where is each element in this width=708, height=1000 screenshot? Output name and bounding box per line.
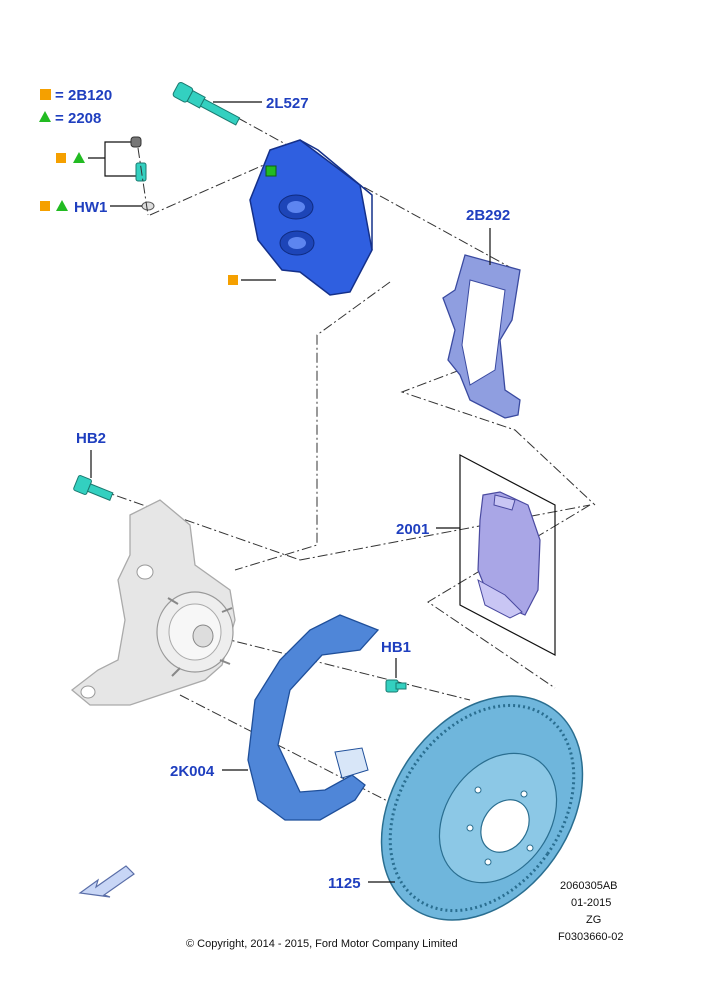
washer-icon <box>141 201 155 211</box>
legend-square-label: 2B120 <box>68 87 112 104</box>
triangle-marker-icon <box>39 111 51 122</box>
callout-1125: 1125 <box>328 875 361 892</box>
caliper-bracket-part: 2B292 <box>442 207 521 419</box>
callout-2k004: 2K004 <box>170 763 215 780</box>
callout-hw1: HW1 <box>74 199 107 216</box>
legend: = 2B120 = 2208 <box>39 87 112 127</box>
square-marker-icon <box>228 275 238 285</box>
alignment-lines <box>99 117 596 811</box>
square-marker-icon <box>56 153 66 163</box>
legend-triangle-label: 2208 <box>68 110 101 127</box>
bleeder-assembly: HW1 <box>40 136 155 216</box>
bleeder-screw-part: 2L527 <box>172 82 309 126</box>
callout-2b292: 2B292 <box>466 207 510 224</box>
callout-2l527: 2L527 <box>266 95 309 112</box>
callout-hb2: HB2 <box>76 430 106 447</box>
legend-equals: = <box>55 110 64 127</box>
shield-bolt-part: HB1 <box>381 639 411 693</box>
callout-2001: 2001 <box>396 521 429 538</box>
square-marker-icon <box>40 89 51 100</box>
square-marker-icon <box>40 201 50 211</box>
steering-knuckle-part <box>70 499 236 706</box>
bracket-bolt-part: HB2 <box>73 430 114 501</box>
brake-pads-part: 2001 <box>396 454 556 656</box>
triangle-marker-icon <box>73 152 85 163</box>
copyright-text: © Copyright, 2014 - 2015, Ford Motor Com… <box>186 938 458 950</box>
caliper-part <box>228 139 373 296</box>
bleeder-cap-icon <box>130 136 142 148</box>
bleeder-screw-icon <box>135 162 147 182</box>
ref-line-4: F0303660-02 <box>558 931 623 943</box>
brake-disc-part: 1125 <box>328 695 584 921</box>
splash-shield-part: 2K004 <box>170 614 380 821</box>
reference-block: 2060305AB 01-2015 ZG F0303660-02 <box>558 880 623 943</box>
legend-equals: = <box>55 87 64 104</box>
ref-line-2: 01-2015 <box>571 897 611 909</box>
callout-hb1: HB1 <box>381 639 411 656</box>
direction-arrow-icon <box>78 865 135 898</box>
ref-line-3: ZG <box>586 914 601 926</box>
triangle-marker-icon <box>56 200 68 211</box>
ref-line-1: 2060305AB <box>560 880 618 892</box>
